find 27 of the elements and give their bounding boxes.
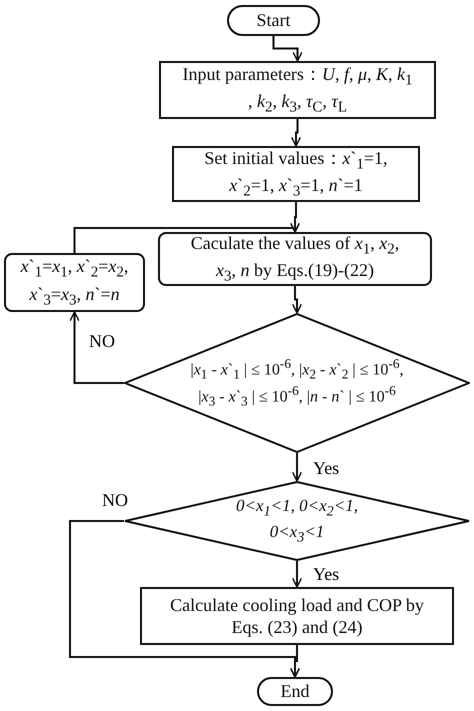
edge-label: NO xyxy=(88,332,116,350)
arrow xyxy=(292,561,302,588)
arrow xyxy=(69,311,124,384)
process-box xyxy=(4,253,145,312)
node-text: Start xyxy=(256,9,290,32)
arrow xyxy=(272,36,303,62)
edge-label: Yes xyxy=(312,459,340,477)
process-box xyxy=(159,61,436,119)
node-text: 0<x$_{1}$<1, 0<x$_{2}$<1, 0<x$_{3}$<1 xyxy=(235,494,359,548)
node-text: Caculate the values of x$_{1}$, x$_{2}$, x$_{3}$, n by Eqs.(19)-(22) xyxy=(190,232,400,286)
arrow xyxy=(290,645,300,678)
node-text: x`$_{1}$=x$_{1}$, x`$_{2}$=x$_{2}$, x`$_{3}$=x$_{3}$, n`=n xyxy=(20,255,130,310)
process-box xyxy=(140,587,454,645)
process-box xyxy=(158,232,432,286)
node-text: Calculate cooling load and COP by Eqs. (23) and (24) xyxy=(169,594,425,638)
arrow xyxy=(290,119,302,147)
edge-label: NO xyxy=(101,491,129,509)
arrow xyxy=(292,286,302,314)
arrow xyxy=(74,222,300,253)
node-text: Set initial values：x`$_{1}$=1, x`$_{2}$=1, x`$_{3}$=1, n`=1 xyxy=(203,146,389,202)
node-text: |x$_{1}$ - x`$_{1}$ | ≤ 10$^{-6}$, |x$_{2}$ - x`$_{2}$ | ≤ 10$^{-6}$, |x$_{3}$ - x`$_{3}$ | ≤ 10$^{-6}$, |n - n` | ≤ 10$^{-6}$ xyxy=(189,356,405,410)
edge-label: Yes xyxy=(312,565,340,583)
node-text: End xyxy=(280,680,310,703)
arrow xyxy=(292,453,302,482)
node-text: Input parameters：U, f, μ, K, k$_{1}$ , k$_{2}$, k$_{3}$, τ$_{C}$, τ$_{L}$ xyxy=(181,62,414,118)
decision-diamond xyxy=(124,313,470,453)
process-box xyxy=(172,146,420,202)
